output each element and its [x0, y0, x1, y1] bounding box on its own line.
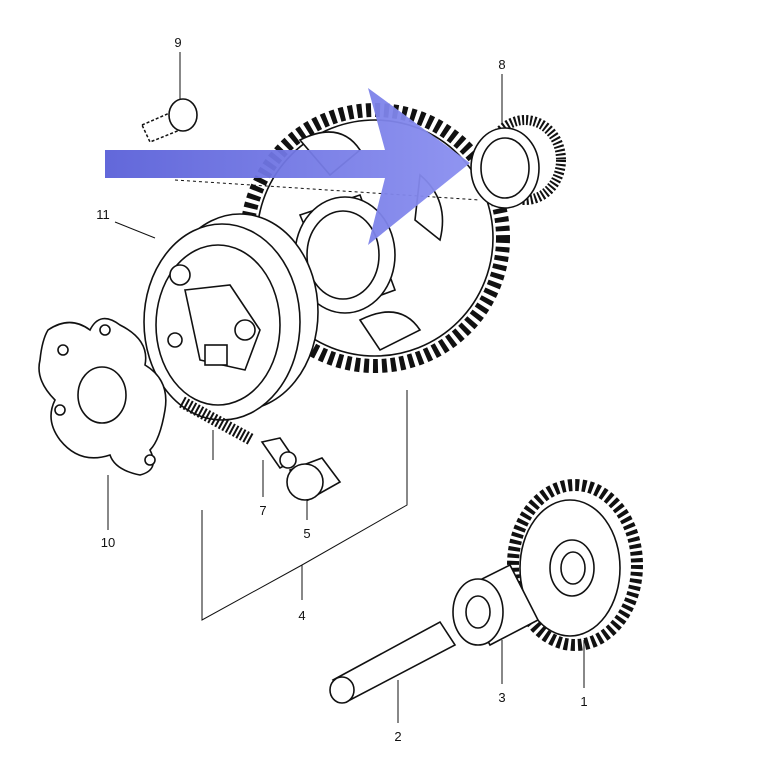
bolt [140, 98, 198, 143]
label-5: 5 [303, 526, 310, 541]
label-11: 11 [96, 207, 110, 222]
label-9: 9 [174, 35, 181, 50]
gear-hub [294, 193, 397, 314]
label-8: 8 [498, 57, 505, 72]
lock-plate [38, 317, 167, 476]
label-2: 2 [394, 729, 401, 744]
label-3: 3 [498, 690, 505, 705]
clutch-housing [143, 213, 319, 421]
shaft [329, 620, 457, 704]
roller [286, 457, 342, 502]
leader-lines [107, 52, 585, 723]
needle-bearing [470, 115, 566, 209]
small-gear [507, 479, 643, 651]
label-4: 4 [298, 608, 305, 623]
spring [179, 396, 255, 446]
label-10: 10 [101, 535, 115, 550]
sleeve [452, 563, 540, 647]
direction-arrow-icon [105, 88, 470, 245]
assembly-guide-line [174, 179, 481, 201]
label-7: 7 [259, 503, 266, 518]
plunger-pin [260, 437, 297, 470]
label-1: 1 [580, 694, 587, 709]
